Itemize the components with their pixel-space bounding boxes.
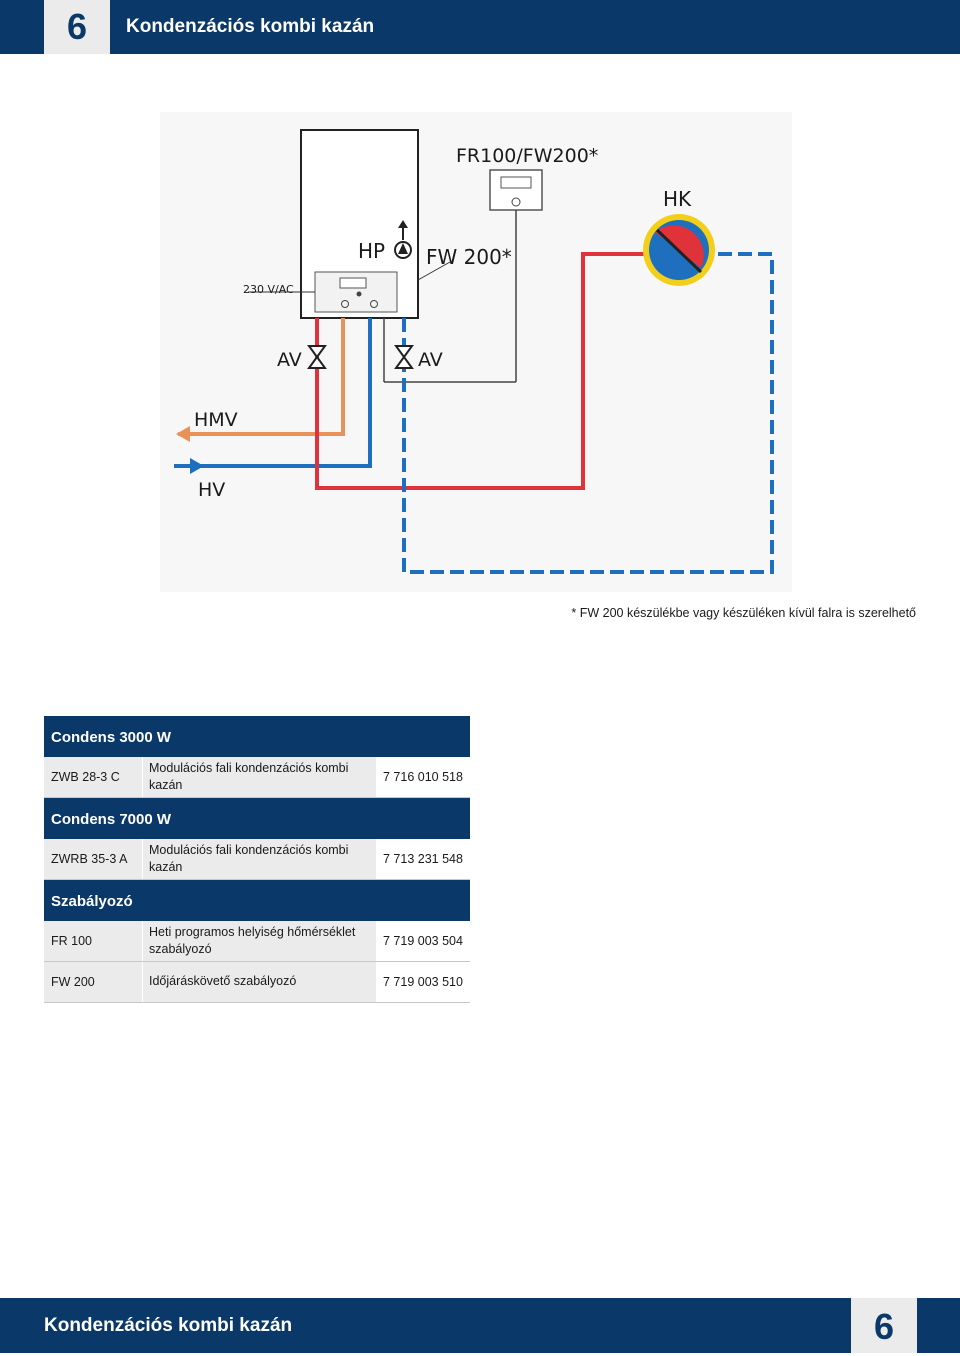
voltage-label: 230 V/AC <box>243 283 294 296</box>
boiler-unit <box>248 129 451 319</box>
hp-label: HP <box>358 239 385 263</box>
code-cell: 7 716 010 518 <box>376 757 470 797</box>
description-cell: Időjáráskövető szabályozó <box>142 962 376 1002</box>
model-cell: ZWRB 35-3 A <box>44 839 142 879</box>
footer-bar <box>0 1298 960 1353</box>
section-heading: Szabályozó <box>44 880 470 921</box>
page-title: Kondenzációs kombi kazán <box>126 16 375 37</box>
header-bar <box>0 0 960 54</box>
description-cell: Modulációs fali kondenzációs kombi kazán <box>142 757 376 797</box>
room-regulator <box>383 169 543 383</box>
av-left-label: AV <box>277 349 302 371</box>
footnote: * FW 200 készülékbe vagy készüléken kívü… <box>571 606 916 620</box>
table-row: ZWRB 35-3 A Modulációs fali kondenzációs… <box>44 839 470 880</box>
description-cell: Modulációs fali kondenzációs kombi kazán <box>142 839 376 879</box>
code-cell: 7 713 231 548 <box>376 839 470 879</box>
regulator-label: FR100/FW200* <box>456 145 598 167</box>
description-cell: Heti programos helyiség hőmérséklet szab… <box>142 921 376 961</box>
fw200-label: FW 200* <box>426 245 512 269</box>
installation-diagram: FR100/FW200* HK HP FW 200* 230 V/AC AV A… <box>160 112 792 592</box>
section-heading: Condens 7000 W <box>44 798 470 839</box>
av-right-label: AV <box>418 349 443 371</box>
hmv-label: HMV <box>194 409 238 431</box>
model-cell: FR 100 <box>44 921 142 961</box>
hk-label: HK <box>663 187 692 211</box>
footer-title: Kondenzációs kombi kazán <box>44 1315 293 1336</box>
code-cell: 7 719 003 504 <box>376 921 470 961</box>
table-row: FW 200 Időjáráskövető szabályozó 7 719 0… <box>44 962 470 1003</box>
product-table: Condens 3000 W ZWB 28-3 C Modulációs fal… <box>44 716 470 1003</box>
table-row: FR 100 Heti programos helyiség hőmérsékl… <box>44 921 470 962</box>
chapter-number: 6 <box>44 0 110 54</box>
radiator-valve <box>643 214 715 286</box>
section-heading: Condens 3000 W <box>44 716 470 757</box>
footer-page-number: 6 <box>851 1298 917 1353</box>
hv-label: HV <box>198 479 225 501</box>
model-cell: FW 200 <box>44 962 142 1002</box>
table-row: ZWB 28-3 C Modulációs fali kondenzációs … <box>44 757 470 798</box>
model-cell: ZWB 28-3 C <box>44 757 142 797</box>
code-cell: 7 719 003 510 <box>376 962 470 1002</box>
